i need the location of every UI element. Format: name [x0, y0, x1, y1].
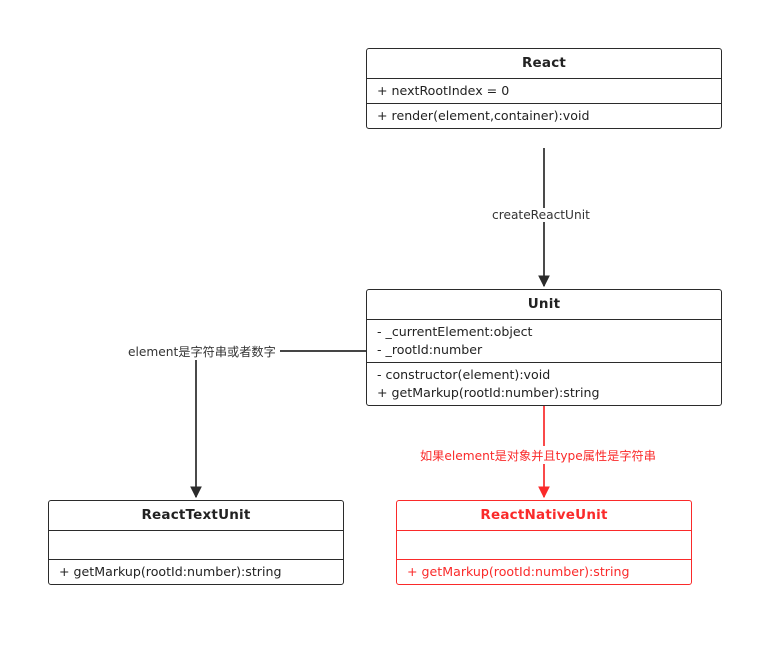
class-box-react-native-unit[interactable]: ReactNativeUnit + getMarkup(rootId:numbe… [396, 500, 692, 585]
class-attribute: - _currentElement:object [377, 324, 533, 339]
class-method: + getMarkup(rootId:number):string [377, 385, 600, 400]
class-attribute: + nextRootIndex = 0 [377, 83, 510, 98]
class-attributes-react-native-unit [397, 530, 691, 559]
edge-unit-to-text-unit [190, 350, 366, 499]
class-title-react: React [521, 55, 567, 71]
class-attributes-react: + nextRootIndex = 0 [367, 78, 721, 103]
class-methods-react: + render(element,container):void [367, 103, 721, 128]
class-title-unit: Unit [527, 296, 561, 312]
class-attribute: - _rootId:number [377, 342, 483, 357]
class-title-react-text-unit: ReactTextUnit [141, 507, 251, 523]
class-attributes-unit: - _currentElement:object - _rootId:numbe… [367, 319, 721, 362]
edge-label-create-react-unit: createReactUnit [488, 208, 594, 222]
class-method: + render(element,container):void [377, 108, 590, 123]
edge-label-element-is-object-with-string-type: 如果element是对象并且type属性是字符串 [416, 446, 660, 464]
class-method: - constructor(element):void [377, 367, 551, 382]
class-method: + getMarkup(rootId:number):string [59, 564, 282, 579]
class-methods-react-text-unit: + getMarkup(rootId:number):string [49, 559, 343, 584]
class-method: + getMarkup(rootId:number):string [407, 564, 630, 579]
class-attributes-react-text-unit [49, 530, 343, 559]
class-methods-react-native-unit: + getMarkup(rootId:number):string [397, 559, 691, 584]
edge-label-element-is-string-or-number: element是字符串或者数字 [124, 342, 280, 360]
class-box-react-text-unit[interactable]: ReactTextUnit + getMarkup(rootId:number)… [48, 500, 344, 585]
class-box-react[interactable]: React + nextRootIndex = 0 + render(eleme… [366, 48, 722, 129]
class-title-react-native-unit: ReactNativeUnit [480, 507, 608, 523]
class-methods-unit: - constructor(element):void + getMarkup(… [367, 362, 721, 405]
class-box-unit[interactable]: Unit - _currentElement:object - _rootId:… [366, 289, 722, 406]
